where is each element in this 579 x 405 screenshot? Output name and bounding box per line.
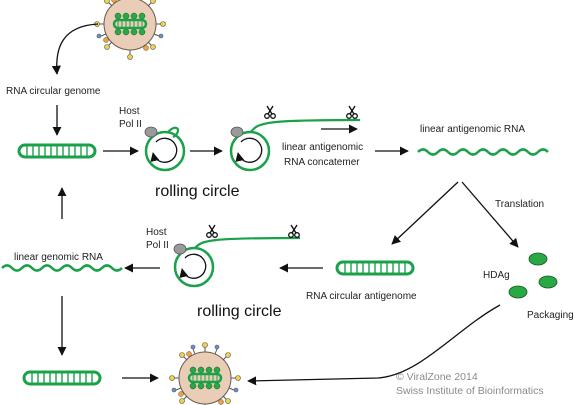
- polymerase-icon: [230, 126, 244, 138]
- rolling-circle-label-bottom: rolling circle: [197, 303, 282, 320]
- arrow: [391, 181, 459, 245]
- hdag-protein-icon: [508, 285, 528, 299]
- rolling-circle-label-top: rolling circle: [155, 183, 240, 200]
- hdag-label: HDAg: [483, 270, 510, 281]
- linear-genomic-label: linear genomic RNA: [14, 252, 103, 263]
- credit-line-2: Swiss Institute of Bioinformatics: [396, 385, 544, 397]
- rna-circular-antigenome-label: RNA circular antigenome: [306, 291, 417, 302]
- host-pol-label-top: Host: [119, 106, 140, 117]
- virion-icon: [93, 0, 167, 61]
- linear-rna-icon: [1, 264, 123, 272]
- concatemer-label-2: RNA concatemer: [284, 157, 360, 168]
- rna-circular-genome-label: RNA circular genome: [6, 86, 101, 97]
- hdag-protein-icon: [538, 275, 558, 289]
- rolling-circle-icon: [175, 236, 301, 286]
- scissors-icon: [288, 224, 300, 239]
- credit-line-1: © ViralZone 2014: [396, 371, 478, 383]
- circular-rna-icon: [17, 143, 97, 159]
- circular-rna-icon: [22, 370, 102, 386]
- packaging-label: Packaging: [527, 310, 574, 321]
- host-pol-label-bottom-2: Pol II: [146, 240, 169, 251]
- rolling-circle-icon: [231, 118, 361, 170]
- hdag-protein-icon: [528, 252, 548, 266]
- scissors-icon: [205, 224, 219, 239]
- scissors-icon: [264, 105, 276, 120]
- arrow: [51, 23, 99, 75]
- arrow: [461, 181, 519, 248]
- translation-label: Translation: [495, 199, 544, 210]
- circular-rna-icon: [335, 260, 415, 276]
- scissors-icon: [346, 105, 358, 120]
- arrow: [247, 304, 501, 386]
- polymerase-icon: [144, 126, 158, 138]
- rolling-circle-icon: [146, 126, 184, 170]
- linear-rna-icon: [417, 148, 549, 156]
- virion-icon: [168, 341, 242, 405]
- host-pol-label-bottom: Host: [146, 227, 167, 238]
- host-pol-label-top-2: Pol II: [119, 119, 142, 130]
- concatemer-label: linear antigenomic: [282, 142, 363, 153]
- linear-antigenomic-label: linear antigenomic RNA: [420, 124, 525, 135]
- polymerase-icon: [173, 243, 187, 255]
